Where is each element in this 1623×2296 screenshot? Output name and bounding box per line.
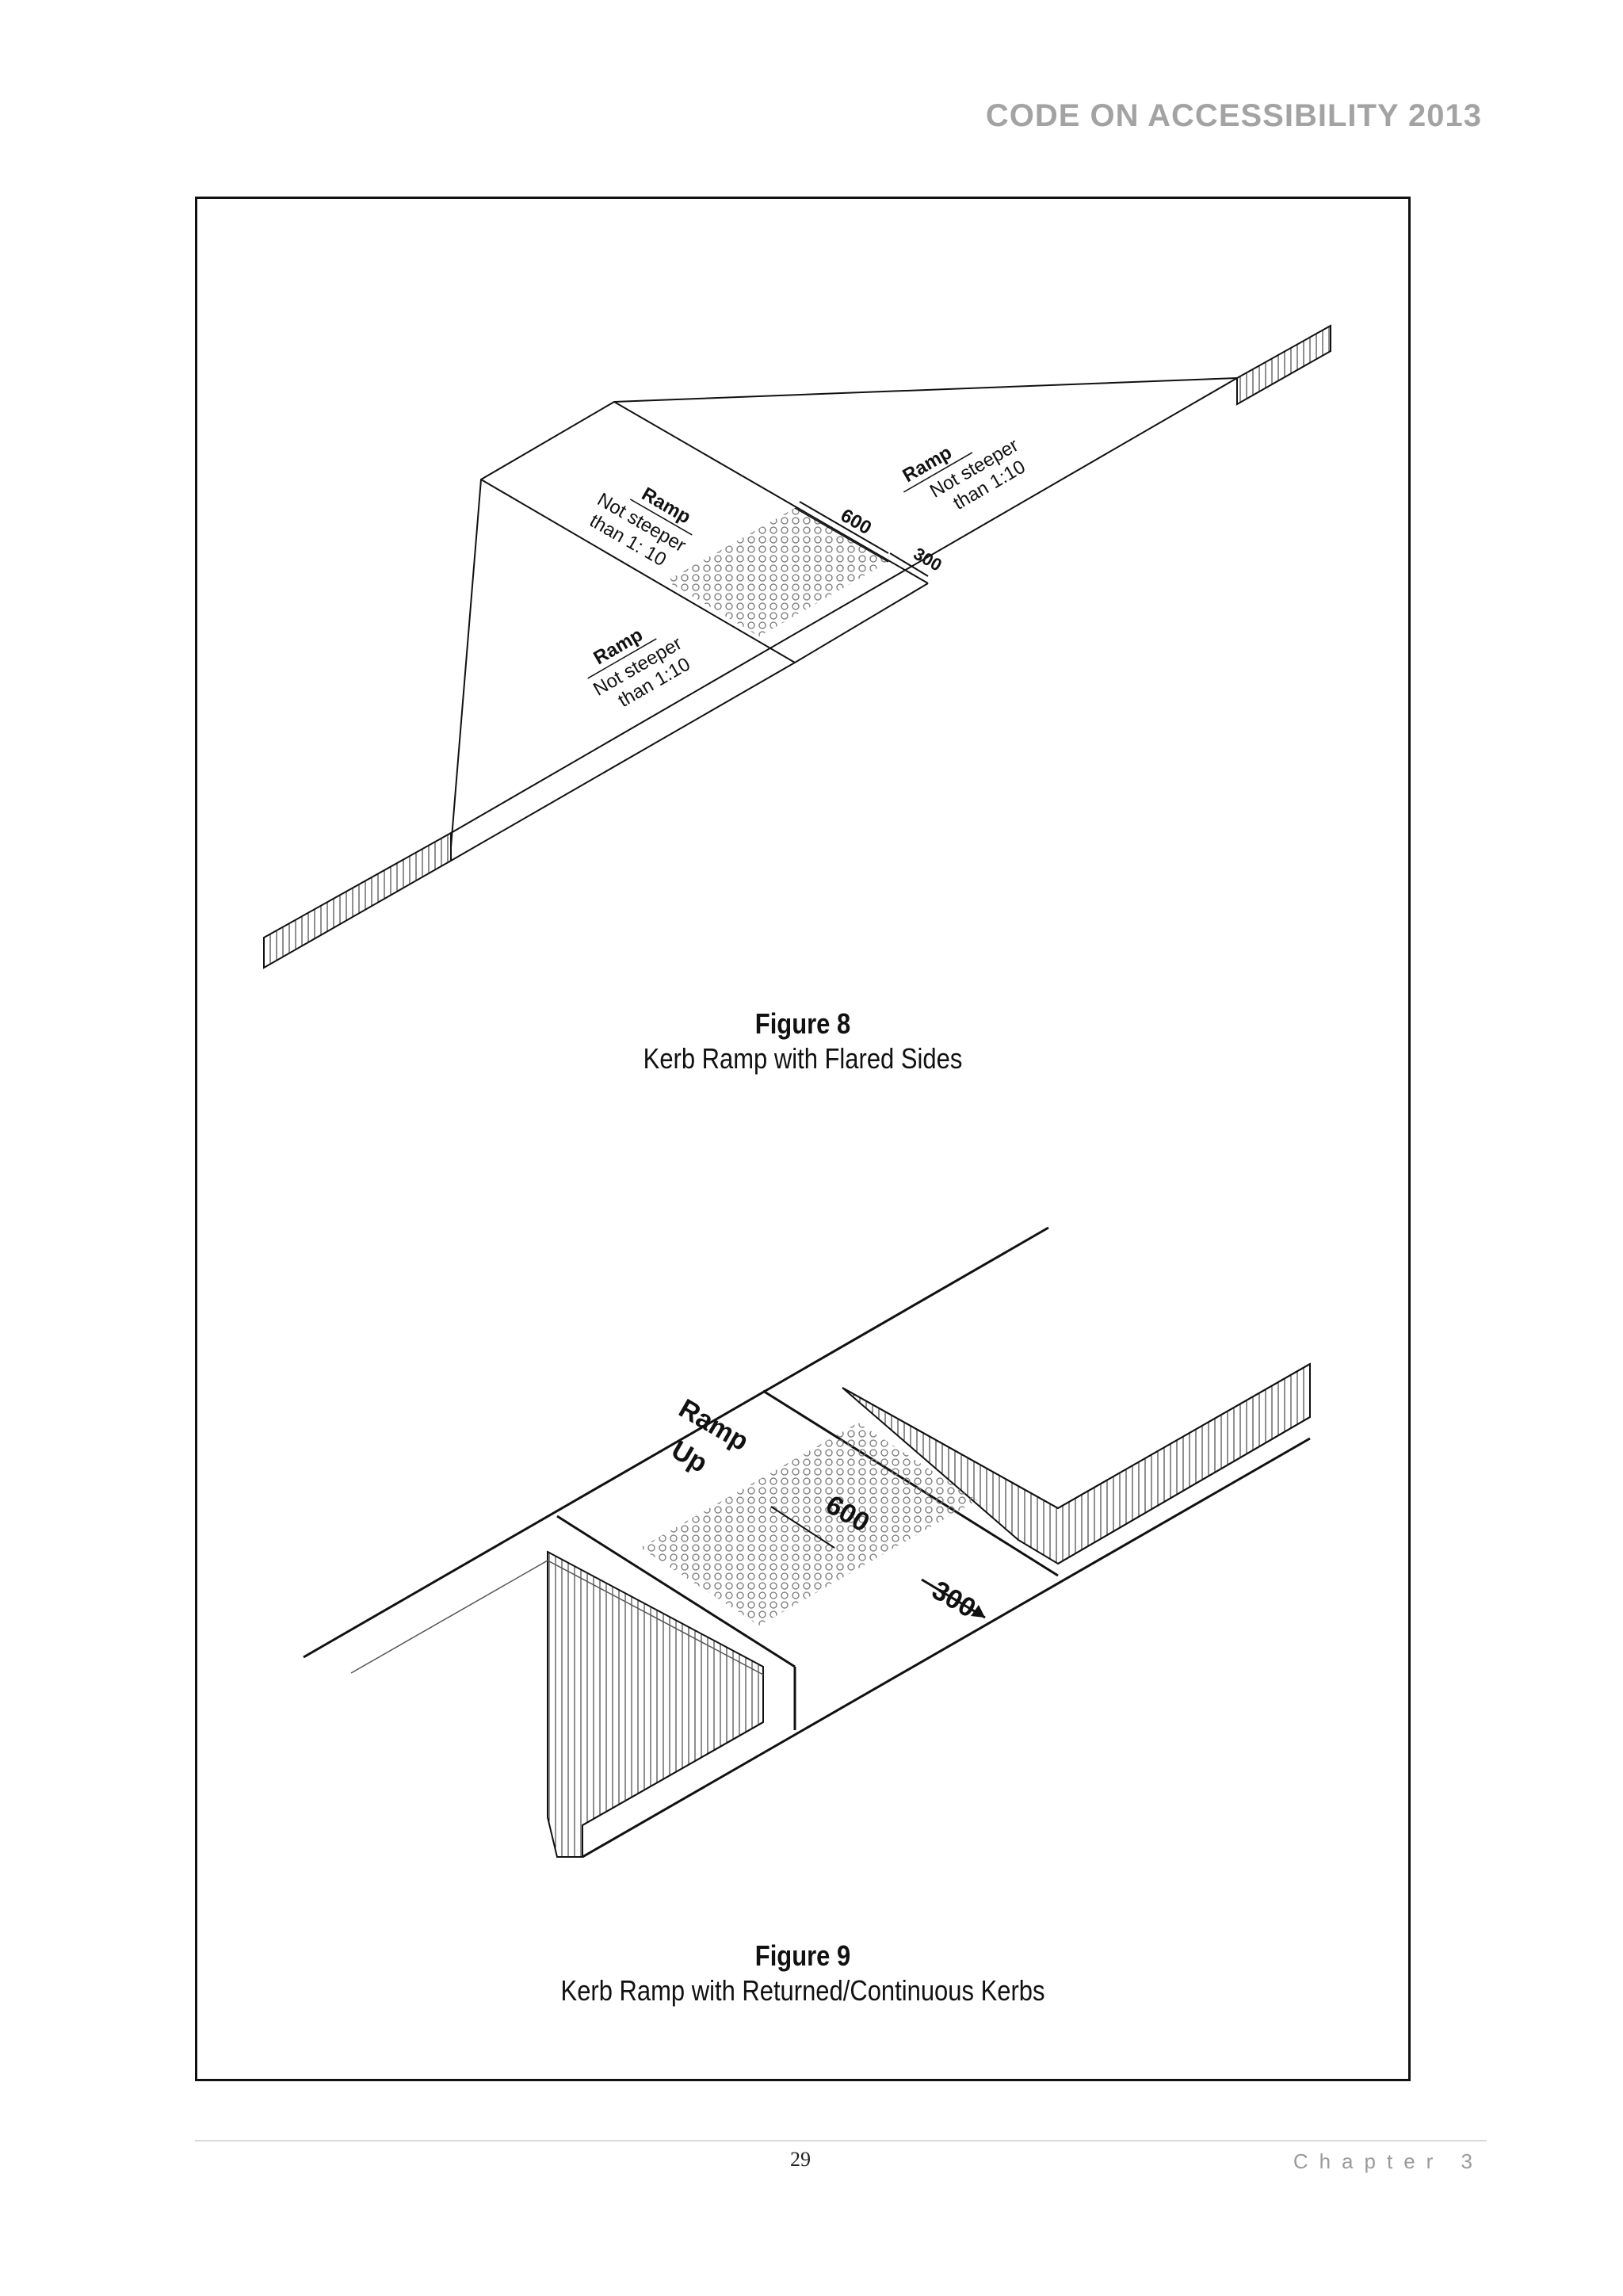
chapter-label: Chapter 3	[1293, 2149, 1484, 2173]
ramp-outline	[450, 377, 1238, 848]
left-footway-kerb	[547, 1550, 764, 1858]
figure-frame: Ramp Not steeper than 1: 10 Ramp Not ste…	[195, 197, 1411, 2081]
footer-rule	[195, 2140, 1487, 2141]
kerb-left	[263, 831, 452, 969]
figure-9-number: Figure 9	[754, 1939, 851, 1972]
running-header: CODE ON ACCESSIBILITY 2013	[985, 98, 1482, 133]
fig9-tactile-area	[640, 1423, 977, 1626]
figure-9-drawing	[303, 1226, 1311, 1859]
kerb-right	[1236, 324, 1331, 406]
figure-9-title: Kerb Ramp with Returned/Continuous Kerbs	[560, 1974, 1045, 2007]
figure-8-number: Figure 8	[754, 1007, 851, 1040]
tactile-warning-area	[666, 508, 888, 636]
page-number: 29	[790, 2148, 811, 2171]
fig8-dim-300: 300	[911, 544, 945, 575]
figure-8-title: Kerb Ramp with Flared Sides	[643, 1042, 963, 1075]
figure-8-drawing: Ramp Not steeper than 1: 10 Ramp Not ste…	[263, 324, 1331, 969]
